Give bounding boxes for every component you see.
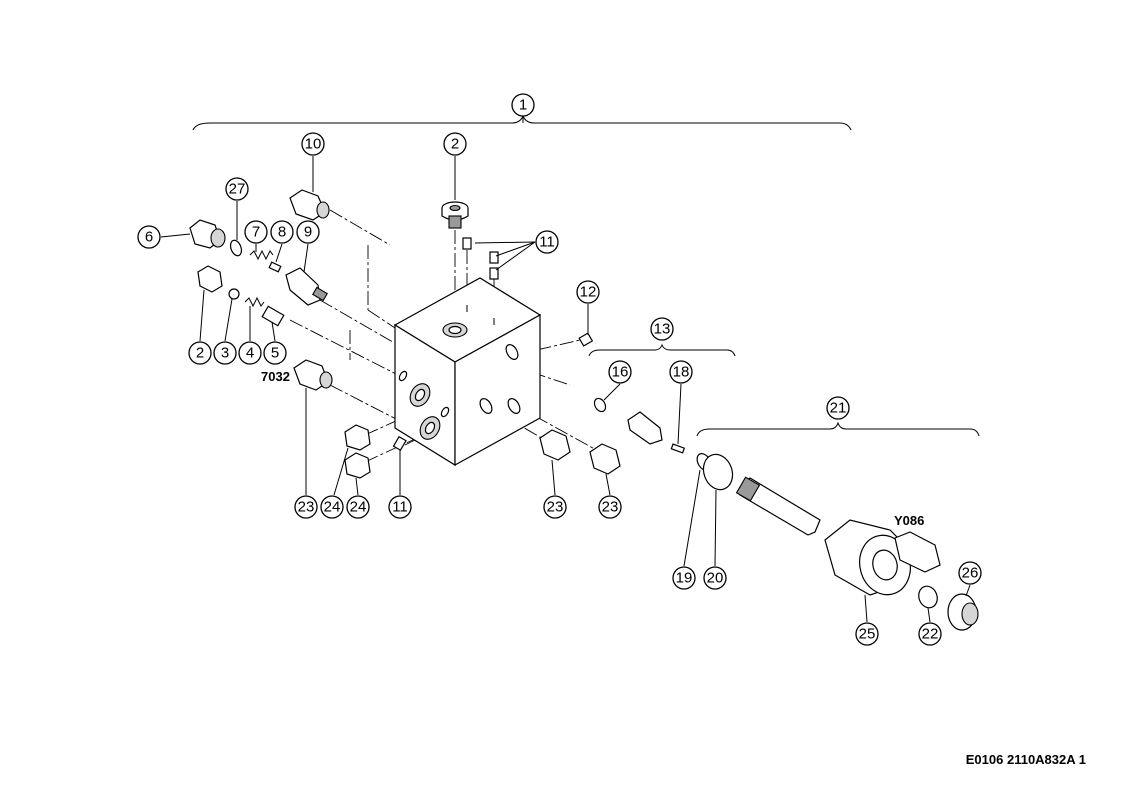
callout-16: 16 bbox=[608, 360, 632, 384]
callout-25: 25 bbox=[855, 622, 879, 646]
callout-2-left: 2 bbox=[188, 341, 212, 365]
svg-text:11: 11 bbox=[392, 499, 408, 516]
drawing-id: E0106 2110A832A 1 bbox=[966, 752, 1086, 767]
callout-11-lower: 11 bbox=[388, 495, 412, 519]
callout-23-right: 23 bbox=[598, 495, 622, 519]
svg-text:10: 10 bbox=[305, 136, 322, 153]
callout-9: 9 bbox=[296, 220, 320, 244]
valve-cartridge-13 bbox=[627, 411, 663, 445]
svg-text:24: 24 bbox=[324, 499, 341, 516]
svg-text:3: 3 bbox=[221, 345, 229, 362]
top-plug bbox=[441, 201, 469, 229]
ball-3 bbox=[228, 288, 240, 300]
callout-12: 12 bbox=[576, 280, 600, 304]
callout-24-a: 24 bbox=[320, 495, 344, 519]
svg-text:8: 8 bbox=[278, 224, 286, 241]
callout-19: 19 bbox=[672, 566, 696, 590]
leaders bbox=[160, 115, 971, 623]
callout-23-mid: 23 bbox=[543, 495, 567, 519]
fitting-10 bbox=[289, 189, 330, 221]
solenoid-stem bbox=[735, 476, 821, 536]
callout-8: 8 bbox=[270, 220, 294, 244]
spring-7 bbox=[249, 249, 274, 261]
svg-text:22: 22 bbox=[922, 626, 939, 643]
callout-24-b: 24 bbox=[346, 495, 370, 519]
svg-text:2: 2 bbox=[451, 136, 459, 153]
callout-21: 21 bbox=[826, 396, 850, 420]
callout-2-top: 2 bbox=[443, 132, 467, 156]
svg-text:26: 26 bbox=[962, 565, 979, 582]
callout-5: 5 bbox=[263, 341, 287, 365]
svg-text:27: 27 bbox=[229, 181, 246, 198]
svg-text:23: 23 bbox=[547, 499, 564, 516]
plugs-24 bbox=[344, 424, 371, 479]
label-solenoid-y086: Y086 bbox=[894, 513, 924, 528]
callout-6: 6 bbox=[137, 225, 161, 249]
o-ring-16 bbox=[593, 397, 607, 413]
o-ring-27 bbox=[229, 239, 243, 257]
sensor-7032 bbox=[293, 359, 333, 391]
fittings-23-right bbox=[539, 429, 621, 475]
brace-assembly-21 bbox=[696, 421, 980, 437]
plug-12 bbox=[578, 332, 594, 347]
svg-text:13: 13 bbox=[654, 321, 671, 338]
callout-26: 26 bbox=[958, 561, 982, 585]
piston-5 bbox=[261, 305, 285, 327]
spring-4 bbox=[244, 296, 265, 308]
solenoid-coil-25 bbox=[824, 519, 916, 596]
callout-1: 1 bbox=[511, 93, 535, 117]
callout-3: 3 bbox=[213, 341, 237, 365]
pin-8 bbox=[268, 261, 282, 273]
svg-text:11: 11 bbox=[539, 234, 555, 251]
callout-4: 4 bbox=[238, 341, 262, 365]
svg-text:6: 6 bbox=[145, 229, 153, 246]
brace-assembly-13 bbox=[588, 343, 736, 357]
brace-assembly-1 bbox=[192, 114, 852, 131]
fitting-6 bbox=[189, 219, 226, 249]
valve-block bbox=[393, 277, 542, 467]
svg-text:25: 25 bbox=[859, 626, 876, 643]
label-sensor-7032: 7032 bbox=[261, 369, 290, 384]
o-ring-22 bbox=[918, 585, 938, 609]
svg-text:2: 2 bbox=[196, 345, 204, 362]
svg-text:23: 23 bbox=[602, 499, 619, 516]
callout-18: 18 bbox=[669, 360, 693, 384]
plug-2-left bbox=[197, 265, 223, 293]
o-rings-19-20 bbox=[696, 453, 734, 491]
svg-text:4: 4 bbox=[246, 345, 254, 362]
svg-text:1: 1 bbox=[519, 97, 527, 114]
valve-9 bbox=[285, 267, 328, 306]
svg-text:9: 9 bbox=[304, 224, 312, 241]
pin-18 bbox=[670, 443, 686, 454]
nut-26 bbox=[947, 593, 979, 631]
svg-text:5: 5 bbox=[271, 345, 279, 362]
callout-13: 13 bbox=[650, 317, 674, 341]
callout-27: 27 bbox=[225, 177, 249, 201]
svg-text:18: 18 bbox=[673, 364, 690, 381]
callout-11-top: 11 bbox=[535, 230, 559, 254]
svg-text:19: 19 bbox=[676, 570, 693, 587]
callout-7: 7 bbox=[244, 220, 268, 244]
svg-text:7: 7 bbox=[252, 224, 260, 241]
svg-text:20: 20 bbox=[707, 570, 724, 587]
svg-text:21: 21 bbox=[830, 400, 847, 417]
plug-11-lower bbox=[392, 435, 407, 452]
svg-text:24: 24 bbox=[350, 499, 367, 516]
svg-text:12: 12 bbox=[580, 284, 597, 301]
connector-y086 bbox=[894, 531, 941, 573]
callout-23-left: 23 bbox=[294, 495, 318, 519]
callout-20: 20 bbox=[703, 566, 727, 590]
svg-text:16: 16 bbox=[612, 364, 629, 381]
small-plugs-top bbox=[462, 237, 499, 280]
callout-22: 22 bbox=[918, 622, 942, 646]
callout-10: 10 bbox=[301, 132, 325, 156]
svg-text:23: 23 bbox=[298, 499, 315, 516]
